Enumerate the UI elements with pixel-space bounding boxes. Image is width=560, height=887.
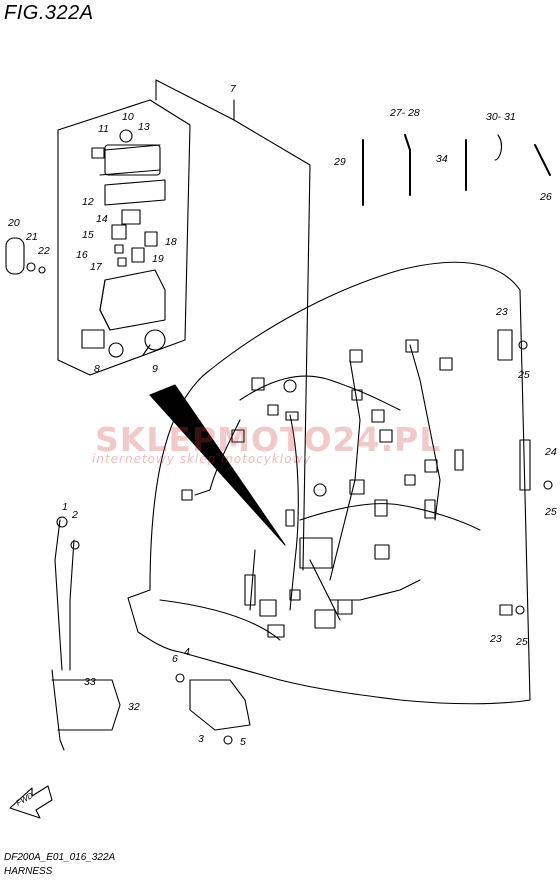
callout-6: 6 bbox=[172, 653, 178, 665]
callout-2: 2 bbox=[71, 509, 78, 521]
relay-14 bbox=[121, 209, 141, 225]
relay-cover bbox=[104, 144, 161, 176]
callout-34: 34 bbox=[436, 153, 448, 165]
callout-8: 8 bbox=[94, 363, 100, 375]
harness-wiring bbox=[181, 339, 481, 638]
tie-27 bbox=[404, 134, 411, 196]
gasket-12 bbox=[104, 179, 166, 206]
callout-19: 19 bbox=[152, 253, 164, 265]
engine-cover bbox=[149, 261, 531, 705]
nut-5 bbox=[223, 735, 233, 745]
bolt-25c bbox=[515, 605, 525, 615]
callout-27-28: 27- 28 bbox=[389, 107, 420, 119]
callout-5: 5 bbox=[240, 736, 246, 748]
cable-2 bbox=[69, 539, 75, 671]
diagram-caption: HARNESS bbox=[4, 866, 53, 877]
callout-13: 13 bbox=[138, 121, 150, 133]
bracket-3 bbox=[189, 679, 251, 731]
figure-title: FIG.322A bbox=[4, 2, 94, 24]
bolt-25b bbox=[543, 480, 553, 490]
callout-26: 26 bbox=[539, 191, 552, 203]
fuse-17 bbox=[117, 257, 127, 267]
cable-33 bbox=[51, 669, 65, 751]
bracket-23b bbox=[499, 604, 513, 616]
relay-box-body bbox=[99, 269, 166, 331]
watermark-tagline: internetowy sklep motocyklowy bbox=[92, 452, 312, 466]
clip-30 bbox=[494, 134, 502, 161]
grommet-10 bbox=[119, 129, 133, 143]
pointer-arrow bbox=[149, 384, 286, 546]
part-9 bbox=[144, 329, 166, 351]
callout-12: 12 bbox=[82, 196, 94, 208]
callout-23a: 23 bbox=[495, 306, 508, 318]
callout-22: 21 bbox=[25, 231, 38, 243]
clip-11 bbox=[91, 147, 105, 159]
box-7-outline bbox=[155, 79, 311, 571]
cap-20 bbox=[5, 237, 25, 275]
relay-15 bbox=[111, 224, 127, 240]
callout-14: 14 bbox=[96, 213, 108, 225]
callout-16: 16 bbox=[76, 249, 88, 261]
callout-23b: 23 bbox=[489, 633, 502, 645]
callout-7: 7 bbox=[230, 83, 237, 95]
callout-24: 24 bbox=[544, 446, 557, 458]
callout-25b: 25 bbox=[544, 506, 557, 518]
fwd-arrow bbox=[9, 785, 53, 819]
watermark-brand: SKLEPMOTO24.PL bbox=[95, 420, 442, 459]
relay-box-outline bbox=[57, 99, 191, 376]
callout-labels: 7 10 11 13 12 14 15 18 16 17 19 8 9 20 2… bbox=[7, 83, 557, 808]
cable-1 bbox=[54, 519, 63, 671]
fuse-16 bbox=[114, 244, 124, 254]
fuse-19 bbox=[131, 247, 145, 263]
callout-1: 1 bbox=[62, 501, 68, 513]
bracket-24 bbox=[519, 439, 531, 491]
callout-18: 18 bbox=[165, 236, 177, 248]
callout-21: 22 bbox=[37, 245, 50, 257]
callout-15: 15 bbox=[82, 229, 94, 241]
callout-33: 33 bbox=[84, 676, 96, 688]
callout-9: 9 bbox=[152, 363, 158, 375]
bracket-23 bbox=[497, 329, 513, 361]
callout-20: 20 bbox=[7, 217, 20, 229]
callout-11: 11 bbox=[98, 123, 109, 135]
diagram-code: DF200A_E01_016_322A bbox=[4, 852, 116, 863]
fuse-18 bbox=[144, 231, 158, 247]
callout-3: 3 bbox=[198, 733, 204, 745]
bolt-25 bbox=[518, 340, 528, 350]
bolt-6 bbox=[175, 673, 185, 683]
callout-25a: 25 bbox=[517, 369, 530, 381]
callout-4: 4 bbox=[184, 646, 190, 658]
callout-32: 32 bbox=[128, 701, 140, 713]
cover-base bbox=[127, 589, 281, 681]
callout-10: 10 bbox=[122, 111, 134, 123]
callout-25c: 25 bbox=[515, 636, 528, 648]
clip-26 bbox=[534, 144, 551, 176]
part-8 bbox=[81, 329, 105, 349]
washer-21 bbox=[38, 266, 46, 274]
callout-29: 29 bbox=[333, 156, 346, 168]
callout-30-31: 30- 31 bbox=[486, 111, 516, 123]
washer-22 bbox=[26, 262, 36, 272]
callout-17: 17 bbox=[90, 261, 103, 273]
